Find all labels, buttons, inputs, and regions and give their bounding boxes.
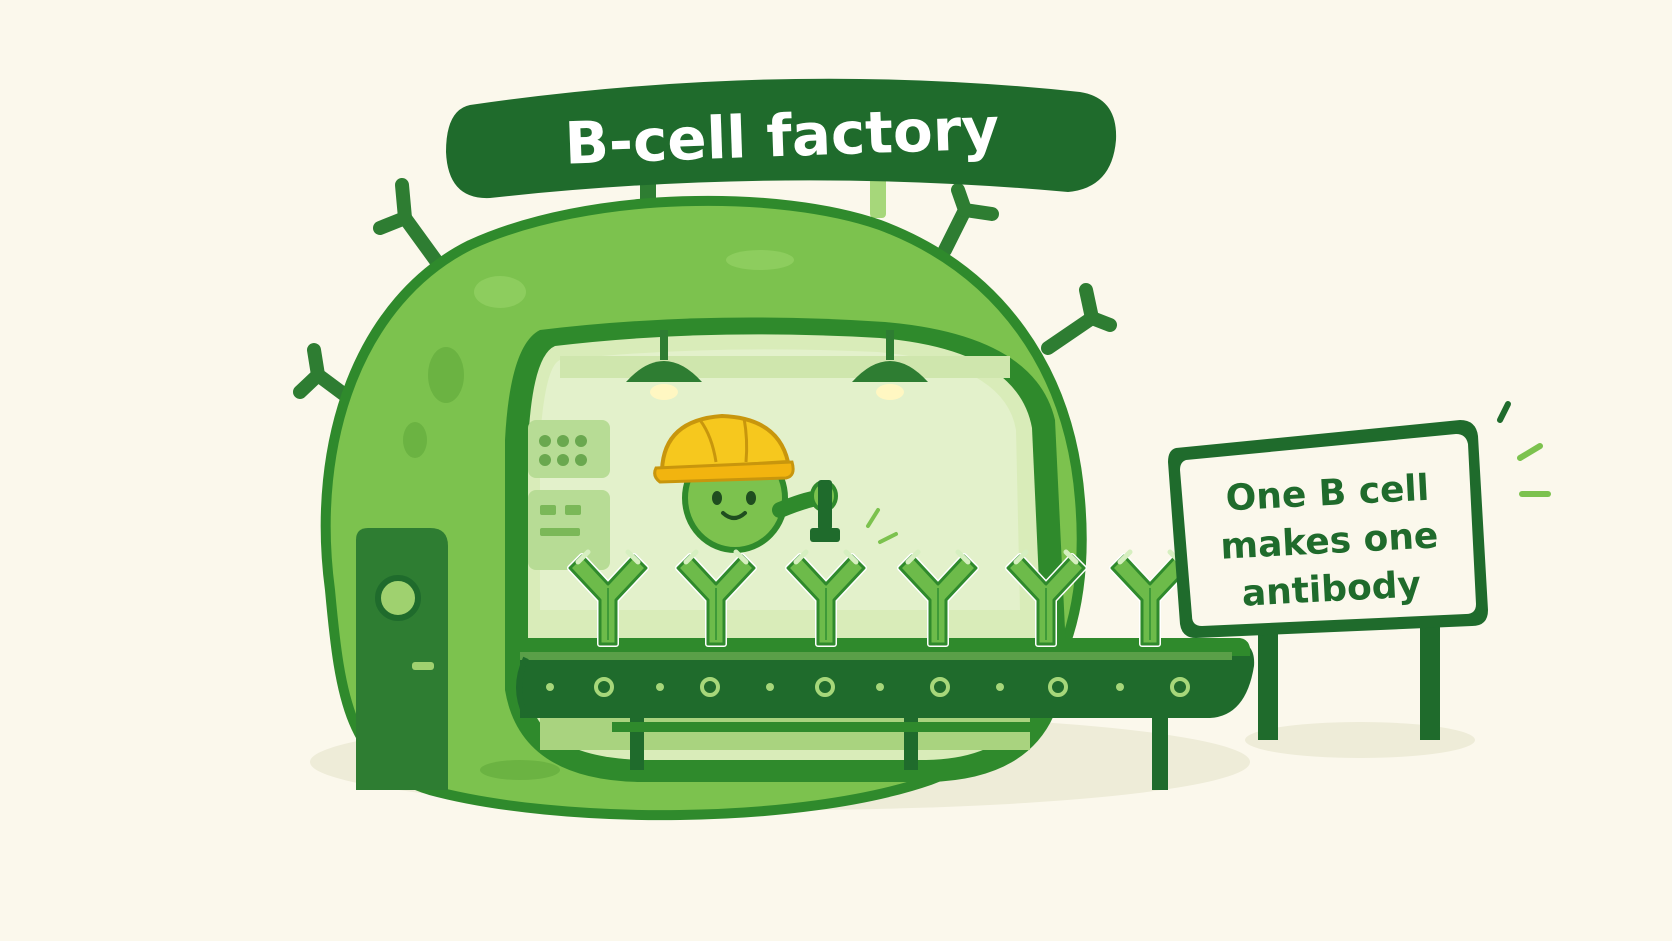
- door-icon: [356, 528, 448, 790]
- receptor-icon: [938, 183, 999, 257]
- conveyor-icon: [516, 638, 1255, 790]
- banner-title: B-cell factory: [563, 94, 1000, 177]
- sign-shadow: [1245, 722, 1475, 758]
- sparkle-icon: [866, 508, 898, 544]
- banner: B-cell factory: [446, 78, 1117, 199]
- lamp-icon: [852, 330, 928, 400]
- lamp-icon: [626, 330, 702, 400]
- receptor-icon: [1041, 283, 1117, 355]
- control-panel: [528, 420, 610, 570]
- interior-ceiling-strip: [560, 356, 1010, 378]
- worker-cell-icon: [653, 413, 840, 553]
- sign-line-3: antibody: [1241, 564, 1422, 614]
- info-sign: One B cell makes one antibody: [1168, 420, 1488, 740]
- sparkle-icon: [1497, 401, 1551, 497]
